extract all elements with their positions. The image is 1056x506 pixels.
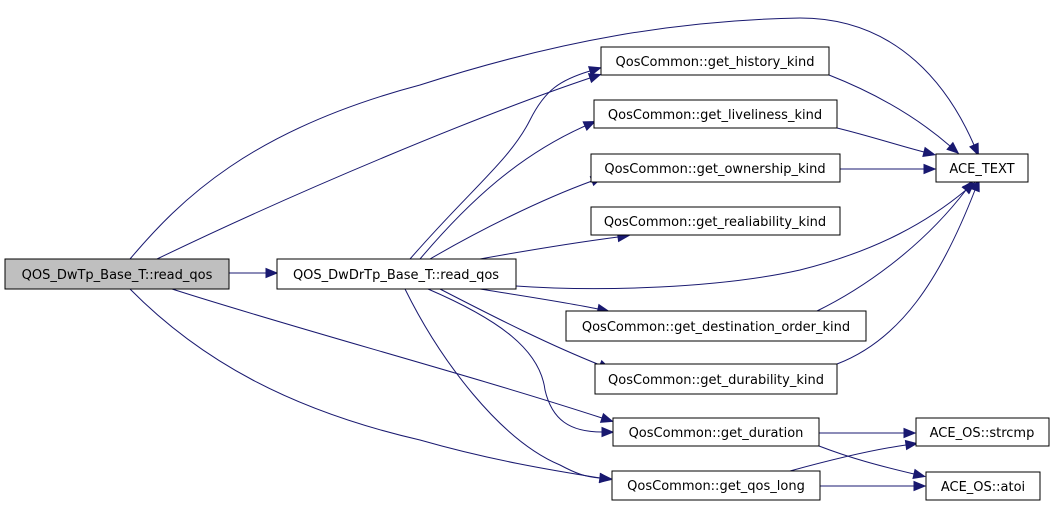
node-label: QOS_DwTp_Base_T::read_qos: [22, 268, 213, 283]
node-get-destination-order-kind[interactable]: QosCommon::get_destination_order_kind: [565, 310, 867, 342]
edge-line: [816, 189, 967, 312]
node-box: [600, 46, 830, 76]
arrowhead: [582, 120, 597, 131]
node-box: [612, 417, 820, 447]
node-label: QosCommon::get_destination_order_kind: [582, 320, 850, 335]
edge-line: [427, 288, 603, 433]
edge-line: [129, 288, 601, 479]
node-label: ACE_TEXT: [949, 162, 1014, 177]
node-label: QosCommon::get_history_kind: [616, 55, 815, 70]
arrowhead: [265, 267, 279, 279]
node-ace-text[interactable]: ACE_TEXT: [935, 153, 1029, 183]
edge-line: [439, 288, 601, 366]
edge-dwtp-read-qos-to-ace-text: [129, 17, 979, 260]
node-box: [590, 206, 841, 236]
edge-get-ownership-kind-to-ace-text: [840, 163, 937, 175]
arrowhead: [587, 73, 602, 84]
edge-dwdrtp-read-qos-to-get-history-kind: [409, 66, 602, 260]
node-box: [4, 258, 230, 290]
node-label: QosCommon::get_durability_kind: [608, 373, 824, 388]
edge-line: [789, 444, 907, 472]
edge-get-qos-long-to-ace-os-atoi: [820, 480, 927, 492]
arrowhead: [588, 66, 602, 77]
node-dwdrtp-read-qos[interactable]: QOS_DwDrTp_Base_T::read_qos: [276, 258, 517, 290]
arrowhead: [961, 180, 974, 194]
arrowhead: [601, 426, 615, 438]
edge-line: [479, 236, 619, 260]
arrowhead: [969, 142, 979, 157]
node-ace-os-strcmp[interactable]: ACE_OS::strcmp: [915, 417, 1050, 447]
edge-line: [156, 77, 591, 260]
edge-get-duration-to-ace-os-atoi: [818, 445, 926, 480]
node-box: [611, 470, 821, 501]
edge-dwdrtp-read-qos-to-ace-text: [515, 182, 976, 290]
edge-get-duration-to-ace-os-strcmp: [819, 427, 917, 439]
node-label: QOS_DwDrTp_Base_T::read_qos: [293, 268, 499, 283]
arrowhead: [946, 141, 960, 155]
edge-get-durability-kind-to-ace-text: [836, 178, 980, 365]
arrowhead: [912, 468, 926, 480]
node-box: [593, 99, 838, 129]
node-box: [925, 471, 1041, 501]
edge-dwtp-read-qos-to-get-history-kind: [156, 73, 602, 260]
edge-dwdrtp-read-qos-to-get-destination-order-kind: [479, 288, 611, 315]
edges: [129, 17, 980, 492]
node-label: ACE_OS::atoi: [941, 480, 1025, 495]
arrowhead: [922, 146, 936, 158]
node-get-history-kind[interactable]: QosCommon::get_history_kind: [600, 46, 830, 76]
arrowhead: [903, 427, 917, 439]
edge-line: [404, 288, 601, 479]
node-label: ACE_OS::strcmp: [930, 426, 1035, 441]
edge-dwdrtp-read-qos-to-get-duration: [427, 288, 615, 438]
node-get-realiability-kind[interactable]: QosCommon::get_realiability_kind: [590, 206, 841, 236]
edge-get-liveliness-kind-to-ace-text: [836, 127, 936, 158]
edge-get-destination-order-kind-to-ace-text: [816, 180, 974, 312]
edge-dwdrtp-read-qos-to-get-ownership-kind: [429, 176, 604, 260]
arrowhead: [904, 439, 919, 451]
node-box: [594, 363, 838, 395]
node-box: [915, 417, 1050, 447]
node-ace-os-atoi[interactable]: ACE_OS::atoi: [925, 471, 1041, 501]
edge-dwdrtp-read-qos-to-get-liveliness-kind: [419, 120, 597, 260]
edge-dwtp-read-qos-to-get-duration: [171, 288, 614, 423]
node-label: QosCommon::get_qos_long: [627, 479, 805, 494]
arrowhead: [599, 472, 613, 484]
edge-dwdrtp-read-qos-to-get-qos-long: [404, 288, 613, 484]
arrowhead: [913, 480, 927, 492]
node-box: [935, 153, 1029, 183]
node-get-ownership-kind[interactable]: QosCommon::get_ownership_kind: [590, 153, 841, 183]
edge-dwtp-read-qos-to-get-qos-long: [129, 288, 613, 484]
node-get-qos-long[interactable]: QosCommon::get_qos_long: [611, 470, 821, 501]
edge-line: [818, 445, 915, 475]
node-label: QosCommon::get_realiability_kind: [604, 215, 826, 230]
edge-line: [836, 189, 976, 365]
node-box: [565, 310, 867, 342]
node-box: [590, 153, 841, 183]
node-get-liveliness-kind[interactable]: QosCommon::get_liveliness_kind: [593, 99, 838, 129]
edge-line: [515, 189, 967, 290]
node-label: QosCommon::get_liveliness_kind: [608, 108, 822, 123]
edge-get-qos-long-to-ace-os-strcmp: [789, 439, 919, 472]
edge-get-history-kind-to-ace-text: [828, 74, 960, 155]
edge-line: [479, 288, 599, 310]
edge-line: [429, 180, 593, 260]
edge-dwtp-read-qos-to-dwdrtp-read-qos: [229, 267, 279, 279]
edge-line: [419, 125, 586, 260]
arrowhead: [599, 412, 614, 423]
edge-line: [409, 70, 591, 260]
arrowhead: [923, 163, 937, 175]
arrowhead: [969, 178, 980, 193]
edge-dwdrtp-read-qos-to-get-realiability-kind: [479, 231, 631, 260]
edge-line: [171, 288, 603, 419]
node-label: QosCommon::get_ownership_kind: [604, 162, 825, 177]
node-label: QosCommon::get_duration: [629, 426, 804, 441]
node-get-duration[interactable]: QosCommon::get_duration: [612, 417, 820, 447]
node-dwtp-read-qos[interactable]: QOS_DwTp_Base_T::read_qos: [4, 258, 230, 290]
node-box: [276, 258, 517, 290]
node-get-durability-kind[interactable]: QosCommon::get_durability_kind: [594, 363, 838, 395]
edge-line: [828, 74, 951, 147]
edge-line: [129, 17, 975, 260]
edge-line: [836, 127, 925, 153]
